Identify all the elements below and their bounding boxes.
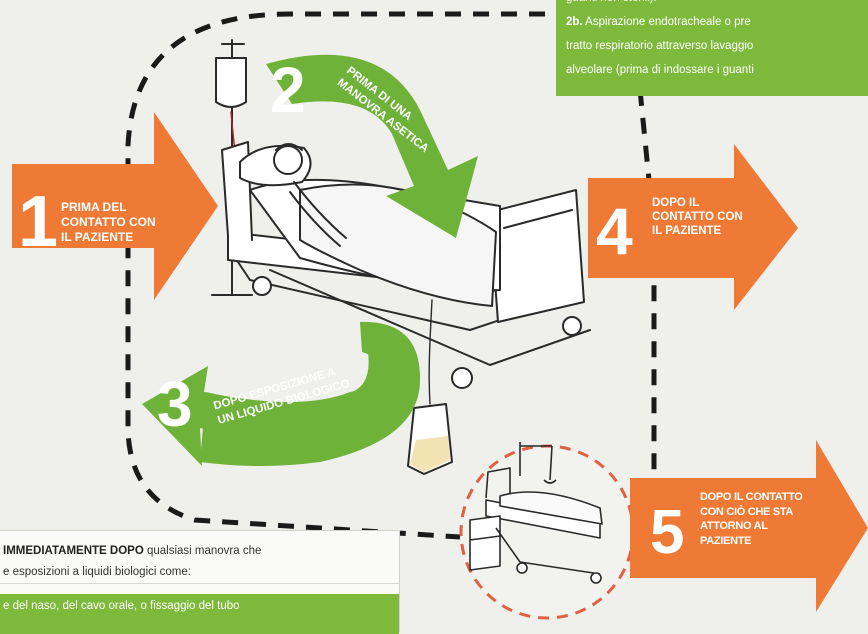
moment-4-label: DOPO IL CONTATTO CON IL PAZIENTE [652, 196, 772, 238]
info-bottom-line-1: IMMEDIATAMENTE DOPO qualsiasi manovra ch… [0, 531, 399, 561]
moment-4-line: CONTATTO CON [652, 211, 743, 223]
moment-4-arrow [588, 144, 798, 310]
moment-1-line: CONTATTO CON [61, 215, 156, 229]
moment-5-line: ATTORNO AL [700, 520, 768, 532]
info-bottom-bold: IMMEDIATAMENTE DOPO [3, 545, 144, 557]
moment-4-line: IL PAZIENTE [652, 225, 722, 237]
info-line-2: tratto respiratorio attraverso lavaggio [566, 40, 754, 52]
info-bottom-line-2: e esposizioni a liquidi biologici come: [0, 561, 399, 584]
moment-5-arrow [630, 440, 868, 612]
moment-1-line: IL PAZIENTE [61, 230, 134, 244]
moment-1-arrow [12, 112, 218, 300]
info-bottom-line-3: e del naso, del cavo orale, o fissaggio … [0, 594, 399, 634]
info-bottom-line-1-text: qualsiasi manovra che [143, 545, 262, 557]
info-line-1: 2b. Aspirazione endotracheale o pre [556, 10, 868, 34]
moment-2-number: 2 [270, 54, 306, 126]
moment-5-number: 5 [650, 498, 685, 567]
info-line-1-text: Aspirazione endotracheale o pre [582, 16, 751, 28]
moment-4-number: 4 [596, 194, 633, 268]
moment-1-label: PRIMA DEL CONTATTO CON IL PAZIENTE [61, 200, 171, 245]
moment-5-line: PAZIENTE [700, 534, 752, 547]
info-label-2b: 2b. [566, 16, 583, 28]
info-box-top-right: guanti non sterili). 2b. Aspirazione end… [556, 0, 868, 96]
moment-4-line: DOPO IL [652, 197, 700, 209]
moment-1-number: 1 [18, 182, 59, 262]
info-line-3: alveolare (prima di indossare i guanti [566, 64, 754, 76]
moment-5-line: DOPO IL CONTATTO [700, 491, 803, 503]
moment-1-line: PRIMA DEL [61, 200, 127, 214]
info-box-bottom-left: IMMEDIATAMENTE DOPO qualsiasi manovra ch… [0, 530, 400, 634]
moment-5-label: DOPO IL CONTATTO CON CIÒ CHE STA ATTORNO… [700, 490, 850, 548]
moment-5-line: CON CIÒ CHE STA [700, 505, 794, 518]
moment-3-number: 3 [157, 368, 193, 440]
info-line-0: guanti non sterili). [556, 0, 868, 10]
